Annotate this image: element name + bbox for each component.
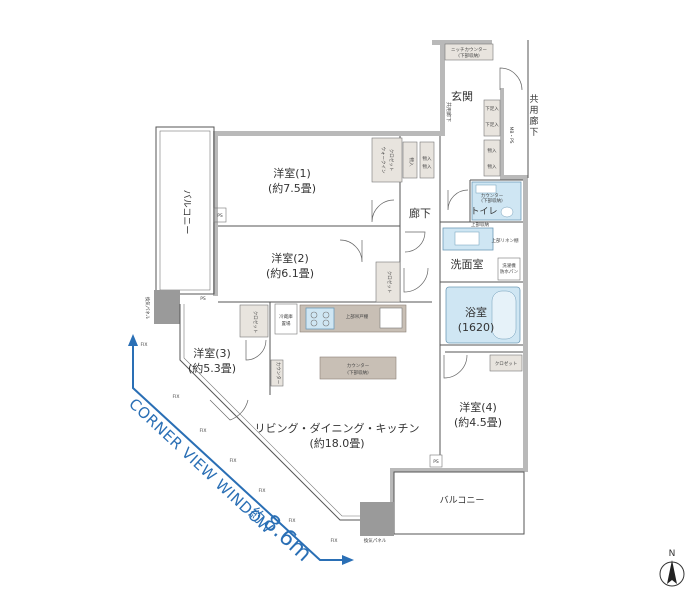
bath-name: 浴室: [465, 305, 487, 319]
svg-text:クロゼット: クロゼット: [495, 360, 518, 367]
western-3-size: (約5.3畳): [188, 361, 236, 375]
svg-text:(下部収納): (下部収納): [347, 369, 369, 376]
fix-label-left: FIX: [141, 342, 148, 348]
svg-text:(下部収納): (下部収納): [458, 52, 480, 59]
western-2-size: (約6.1畳): [266, 266, 314, 280]
closet-bedroom4: クロゼット: [489, 354, 523, 372]
balcony-left-label: バルコニー: [181, 190, 192, 235]
balcony-left: バルコニー 換気パネル FIX: [141, 126, 215, 348]
svg-text:防水パン: 防水パン: [500, 268, 519, 275]
svg-text:ニッチカウンター: ニッチカウンター: [451, 46, 487, 53]
mbps-label: MB・PS: [508, 126, 514, 143]
svg-text:クロゼット: クロゼット: [252, 311, 259, 334]
svg-text:FIX: FIX: [173, 394, 180, 400]
svg-text:物入: 物入: [423, 163, 432, 170]
svg-text:上部吊戸棚: 上部吊戸棚: [346, 313, 369, 320]
svg-text:物入: 物入: [488, 147, 497, 154]
svg-text:物入: 物入: [408, 158, 415, 167]
western-4-name: 洋室(4): [459, 400, 497, 414]
svg-text:PS: PS: [200, 296, 206, 302]
entrance: ニッチカウンター (下部収納) 下足入 下足入 物入 物入 MB・PS 共用廊下: [444, 43, 514, 177]
svg-text:物入: 物入: [488, 163, 497, 170]
svg-text:共: 共: [529, 94, 538, 105]
svg-text:上部収納: 上部収納: [471, 221, 489, 228]
bathtub: [445, 286, 521, 344]
outer-walls: [213, 40, 528, 530]
center-counter: カウンター (下部収納): [319, 356, 397, 380]
toilet: カウンター (下部収納) トイレ: [470, 181, 522, 221]
vent-panel-bottom: [360, 502, 394, 536]
balcony-bottom: バルコニー 換気パネル FIX: [331, 471, 525, 544]
svg-text:FIX: FIX: [259, 488, 266, 494]
corner-view-annotation: CORNER VIEW WINDOW 約 8.6m: [125, 334, 354, 567]
svg-text:カウンター: カウンター: [275, 362, 282, 385]
ldk-name: リビング・ダイニング・キッチン: [255, 421, 420, 435]
svg-text:下足入: 下足入: [485, 106, 499, 112]
svg-text:FIX: FIX: [289, 518, 296, 524]
corner-window-length: 8.6m: [258, 510, 316, 567]
western-2-name: 洋室(2): [271, 251, 309, 265]
ps-boxes: PS PS PS: [200, 207, 443, 468]
solar-panel-label-bottom: 換気パネル: [364, 537, 387, 544]
western-1-name: 洋室(1): [273, 166, 311, 180]
svg-text:用: 用: [529, 105, 538, 116]
western-4-size: (約4.5畳): [454, 415, 502, 429]
svg-text:PS: PS: [433, 459, 439, 465]
svg-text:カウンター: カウンター: [481, 192, 504, 199]
western-1-size: (約7.5畳): [268, 181, 316, 195]
ldk-size: (約18.0畳): [309, 436, 364, 450]
svg-text:廊: 廊: [529, 115, 538, 127]
kitchen: 冷蔵庫 置場 上部吊戸棚: [274, 303, 407, 335]
svg-text:ウォークイン: ウォークイン: [380, 147, 387, 174]
balcony-bottom-label: バルコニー: [440, 495, 485, 506]
svg-text:物入: 物入: [423, 155, 432, 162]
north-arrow: N: [659, 549, 685, 587]
entrance-label: 玄関: [451, 89, 473, 103]
svg-text:PS: PS: [217, 213, 223, 219]
washroom-fixtures: 上部収納 上部リネン棚 洗濯機 防水パン: [442, 221, 521, 281]
svg-text:クロゼット: クロゼット: [386, 271, 393, 294]
shared-corridor: 共 用 廊 下: [527, 40, 539, 178]
svg-text:冷蔵庫: 冷蔵庫: [279, 313, 293, 320]
svg-text:下足入: 下足入: [485, 122, 499, 128]
door-swings: [209, 67, 523, 421]
washroom-label: 洗面室: [451, 257, 484, 271]
north-label: N: [669, 549, 676, 559]
closet-bedroom3: クロゼット カウンター: [239, 304, 284, 387]
toilet-label: トイレ: [470, 207, 497, 217]
fix-label-bottom: FIX: [331, 538, 338, 544]
closet-bedroom2: クロゼット: [375, 261, 401, 303]
vent-panel-left: [154, 290, 180, 324]
solar-panel-label-left: 換気パネル: [144, 297, 151, 320]
svg-text:上部リネン棚: 上部リネン棚: [492, 237, 519, 244]
svg-text:(下部収納): (下部収納): [481, 197, 503, 204]
corner-window: FIX FIX FIX FIX FIX: [173, 304, 360, 524]
svg-text:クロゼット: クロゼット: [388, 149, 395, 172]
svg-text:置場: 置場: [282, 320, 291, 327]
svg-text:共用廊下: 共用廊下: [445, 102, 452, 122]
western-3-name: 洋室(3): [193, 346, 231, 360]
corridor-label: 廊下: [409, 206, 431, 220]
svg-text:下: 下: [529, 128, 538, 138]
svg-text:FIX: FIX: [230, 458, 237, 464]
svg-text:洗濯機: 洗濯機: [502, 262, 516, 269]
svg-text:カウンター: カウンター: [347, 362, 370, 369]
room-labels: 洋室(1) (約7.5畳) 洋室(2) (約6.1畳) 洋室(3) (約5.3畳…: [188, 89, 502, 450]
closets-bedroom1: ウォークイン クロゼット 物入 物入 物入: [371, 137, 435, 183]
svg-text:FIX: FIX: [200, 428, 207, 434]
bath-size: (1620): [458, 321, 495, 334]
